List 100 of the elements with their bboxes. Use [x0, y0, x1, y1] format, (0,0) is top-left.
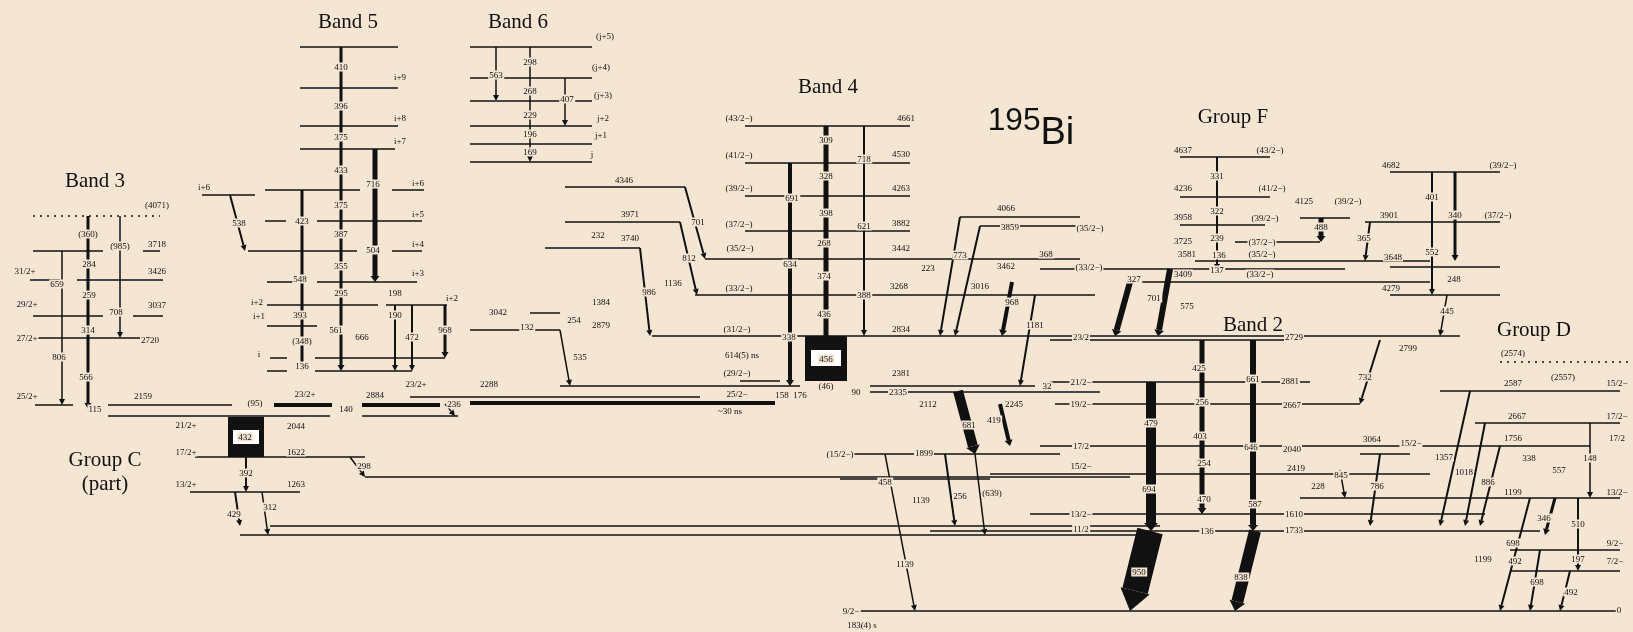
level-label: 2720 [140, 335, 160, 345]
level-label: (35/2−) [725, 243, 755, 253]
level-label: 375 [333, 200, 349, 210]
level-label: 561 [328, 325, 344, 335]
level-label: 13/2− [1069, 509, 1093, 519]
level-label: 401 [1424, 192, 1440, 202]
level-label: 986 [641, 287, 657, 297]
level-label: i+8 [392, 113, 408, 123]
level-label: 691 [784, 193, 800, 203]
band-heading: Band 2 [1222, 313, 1284, 335]
level-label: 232 [590, 230, 606, 240]
level-label: 1139 [911, 495, 931, 505]
level-label: 812 [681, 253, 697, 263]
level-label: 338 [781, 332, 797, 342]
level-label: 228 [1310, 481, 1326, 491]
level-label: (46) [817, 381, 835, 391]
level-label: 115 [87, 404, 103, 414]
level-label: (37/2−) [1247, 237, 1277, 247]
level-label: 4279 [1381, 283, 1401, 293]
level-label: 9/2− [1605, 538, 1625, 548]
level-label: (639) [981, 488, 1003, 498]
level-label: 309 [818, 135, 834, 145]
level-label: 548 [292, 274, 308, 284]
level-label: 387 [333, 229, 349, 239]
level-label: 3064 [1362, 434, 1382, 444]
level-label: 621 [856, 221, 872, 231]
level-label: (2557) [1550, 372, 1576, 382]
level-label: 698 [1529, 577, 1545, 587]
level-label: 2667 [1282, 400, 1302, 410]
level-label: 2834 [891, 324, 911, 334]
level-label: 140 [338, 404, 354, 414]
level-label: 17/2 [1608, 433, 1626, 443]
level-label: (33/2−) [724, 283, 754, 293]
level-label: 681 [961, 420, 977, 430]
level-label: 1733 [1284, 525, 1304, 535]
level-label: (2574) [1500, 348, 1526, 358]
level-label: 646 [1243, 442, 1259, 452]
level-label: i+4 [410, 239, 426, 249]
level-label: 4346 [614, 175, 634, 185]
level-label: 3462 [996, 261, 1016, 271]
level-label: 2667 [1507, 411, 1527, 421]
level-label: 239 [1209, 233, 1225, 243]
level-label: (95) [246, 398, 264, 408]
level-label: 4661 [896, 113, 916, 123]
level-label: 423 [294, 216, 310, 226]
level-label: 634 [782, 259, 798, 269]
level-label: (33/2−) [1074, 262, 1104, 272]
level-label: i+1 [251, 311, 267, 321]
level-label: 716 [365, 179, 381, 189]
level-label: 374 [816, 271, 832, 281]
level-label: 27/2+ [15, 333, 39, 343]
level-label: 7/2− [1605, 556, 1625, 566]
level-label: 254 [566, 315, 582, 325]
level-label: 338 [1521, 453, 1537, 463]
level-label: 773 [952, 250, 968, 260]
level-label: 2381 [891, 368, 911, 378]
level-label: 1756 [1503, 433, 1523, 443]
level-label: 3740 [620, 233, 640, 243]
level-label: 183(4) s [846, 620, 878, 630]
level-label: 388 [856, 290, 872, 300]
level-label: 1199 [1503, 487, 1523, 497]
level-label: 4530 [891, 149, 911, 159]
level-label: 3718 [147, 239, 167, 249]
level-label: 3037 [147, 300, 167, 310]
level-label: (39/2−) [1488, 160, 1518, 170]
level-label: 365 [1356, 233, 1372, 243]
level-label: 254 [1196, 458, 1212, 468]
level-label: (35/2−) [1247, 249, 1277, 259]
level-label: 2884 [365, 390, 385, 400]
level-label: 23/2 [1072, 332, 1090, 342]
level-label: 23/2+ [293, 389, 317, 399]
level-label: 3648 [1383, 252, 1403, 262]
level-label: (j+5) [594, 31, 616, 41]
level-label: 21/2+ [174, 420, 198, 430]
level-label: 2245 [1004, 399, 1024, 409]
level-label: 312 [262, 502, 278, 512]
level-label: 1357 [1434, 452, 1454, 462]
level-label: 407 [559, 94, 575, 104]
level-label: 1384 [591, 297, 611, 307]
level-label: i+7 [392, 136, 408, 146]
level-label: 535 [572, 352, 588, 362]
band-heading: Group D [1496, 318, 1572, 340]
level-label: 436 [816, 309, 832, 319]
level-label: 458 [877, 477, 893, 487]
level-label: (31/2−) [722, 324, 752, 334]
band-heading: Band 5 [317, 10, 379, 32]
level-label: (360) [77, 229, 99, 239]
level-label: 340 [1447, 210, 1463, 220]
level-label: 196 [522, 129, 538, 139]
level-label: 3581 [1177, 249, 1197, 259]
level-label: 137 [1209, 265, 1225, 275]
level-label: j [589, 149, 595, 159]
level-label: 419 [986, 415, 1002, 425]
level-label: 331 [1209, 171, 1225, 181]
level-label: 557 [1551, 465, 1567, 475]
level-label: (39/2−) [724, 183, 754, 193]
level-label: 786 [1369, 481, 1385, 491]
level-label: ~30 ns [716, 406, 744, 416]
level-label: 4066 [996, 203, 1016, 213]
level-label: 229 [522, 110, 538, 120]
